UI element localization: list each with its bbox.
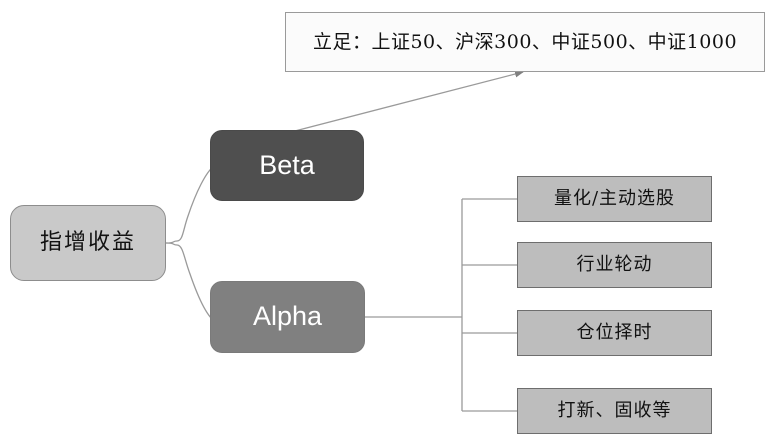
node-alpha[interactable]: Alpha: [210, 281, 365, 353]
edge-root-to-beta: [165, 165, 215, 244]
edge-root-to-alpha: [165, 242, 217, 323]
node-alpha-child-quant-active-stock-selection[interactable]: 量化/主动选股: [517, 176, 712, 222]
node-alpha-child-position-timing[interactable]: 仓位择时: [517, 310, 712, 356]
node-beta[interactable]: Beta: [210, 130, 364, 201]
node-alpha-child-ipo-fixed-income[interactable]: 打新、固收等: [517, 388, 712, 434]
callout-box-index-scope: 立足：上证50、沪深300、中证500、中证1000: [285, 12, 765, 72]
node-root-index-enhanced-return[interactable]: 指增收益: [10, 205, 166, 281]
node-alpha-child-sector-rotation[interactable]: 行业轮动: [517, 242, 712, 288]
edge-beta-to-callout: [290, 70, 524, 133]
